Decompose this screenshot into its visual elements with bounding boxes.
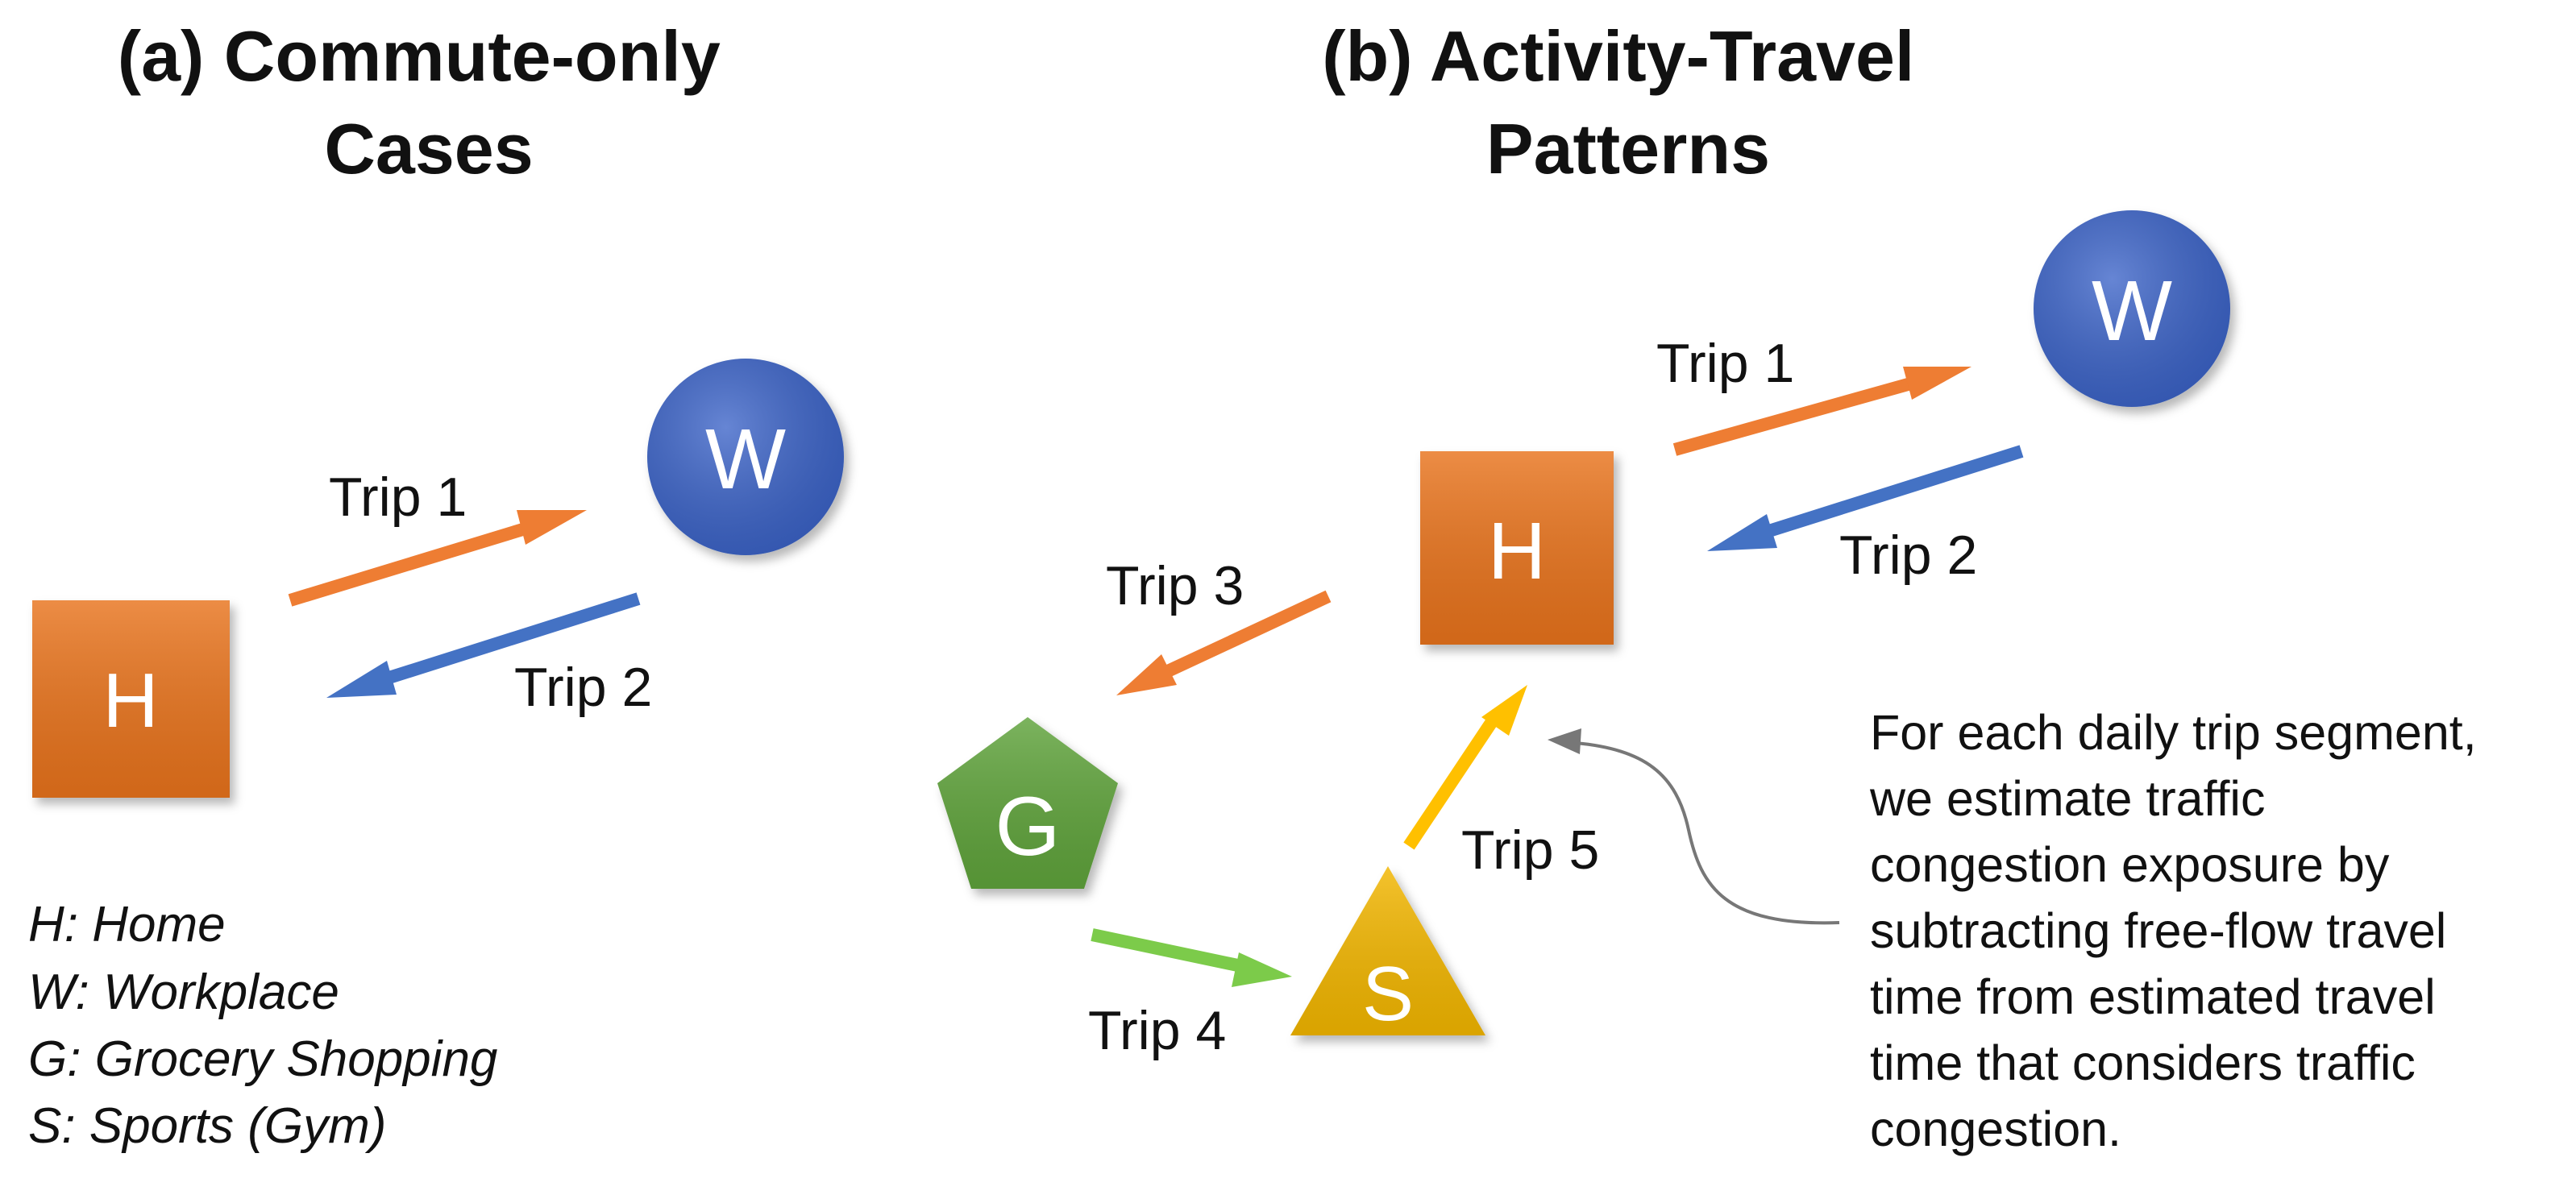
trip-3-arrow — [1116, 590, 1332, 695]
annotation-note: For each daily trip segment, we estimate… — [1869, 705, 2491, 1156]
trip-1-arrow — [1672, 367, 1971, 456]
panel-b: (b) Activity-Travel Patterns H W G S — [937, 16, 2491, 1156]
panel-a-title: (a) Commute-only Cases — [118, 16, 740, 189]
home-node-letter: H — [1488, 506, 1546, 596]
trip-4-label: Trip 4 — [1088, 1000, 1226, 1061]
grocery-node: G — [937, 717, 1118, 889]
sports-node: S — [1290, 866, 1485, 1037]
home-node: H — [32, 600, 230, 798]
trip-5-arrow — [1403, 685, 1527, 850]
trip-2-label: Trip 2 — [514, 657, 652, 718]
work-node-letter: W — [705, 412, 786, 507]
trip-1-label: Trip 1 — [329, 467, 467, 528]
trip-3-label: Trip 3 — [1106, 555, 1244, 616]
annotation-pointer — [1548, 728, 1840, 925]
legend-item-workplace: W: Workplace — [28, 965, 339, 1020]
grocery-node-letter: G — [995, 780, 1061, 873]
work-node: W — [2034, 210, 2230, 407]
panel-b-title: (b) Activity-Travel Patterns — [1322, 16, 1934, 189]
work-node: W — [647, 359, 844, 555]
legend-item-home: H: Home — [28, 897, 226, 952]
trip-4-arrow — [1091, 928, 1292, 987]
trip-2-label: Trip 2 — [1839, 525, 1977, 586]
legend-item-grocery: G: Grocery Shopping — [28, 1031, 497, 1087]
trip-2-arrow — [1707, 445, 2024, 551]
home-node: H — [1420, 451, 1614, 645]
trip-1-label: Trip 1 — [1656, 333, 1794, 394]
legend: H: Home W: Workplace G: Grocery Shopping… — [28, 897, 497, 1154]
panel-a: (a) Commute-only Cases H W Trip 1 Trip 2 — [28, 16, 844, 1154]
sports-node-letter: S — [1362, 951, 1414, 1037]
trip-2-arrow — [326, 592, 641, 698]
trip-5-label: Trip 5 — [1461, 819, 1599, 881]
legend-item-sports: S: Sports (Gym) — [28, 1098, 386, 1154]
trip-1-arrow — [288, 510, 587, 607]
work-node-letter: W — [2092, 263, 2172, 359]
home-node-letter: H — [102, 658, 158, 744]
